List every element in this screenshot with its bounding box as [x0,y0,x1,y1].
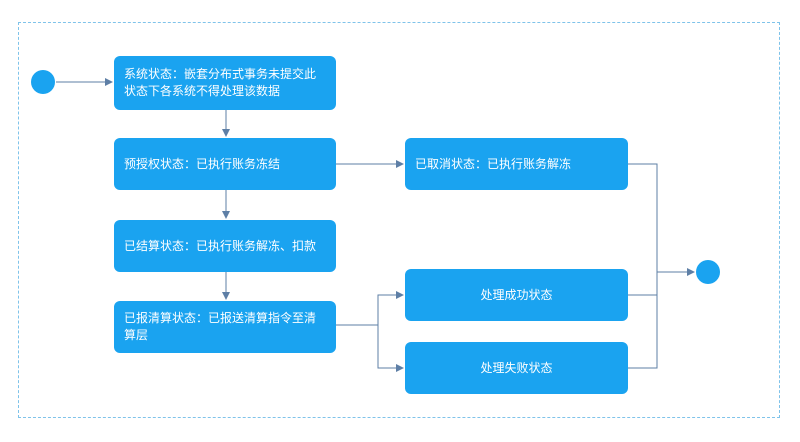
failure-state-node: 处理失败状态 [405,342,628,394]
system-state-node: 系统状态：嵌套分布式事务未提交此状态下各系统不得处理该数据 [114,56,336,110]
failure-state-label: 处理失败状态 [480,360,553,375]
system-state-label: 系统状态：嵌套分布式事务未提交此状态下各系统不得处理该数据 [124,67,317,98]
preauth-state-label: 预授权状态：已执行账务冻结 [124,156,281,171]
edge-cancelled-end [628,163,658,272]
reported-state-label: 已报清算状态：已报送清算指令至清算层 [124,311,317,342]
edge-reported-success [335,291,404,326]
settled-state-node: 已结算状态：已执行账务解冻、扣款 [114,220,336,272]
diagram-frame [18,22,780,418]
preauth-state-node: 预授权状态：已执行账务冻结 [114,138,336,190]
cancelled-state-label: 已取消状态：已执行账务解冻 [415,156,572,171]
start-node [31,70,55,94]
end-node [696,260,720,284]
edge-failure-end [628,272,658,369]
success-state-node: 处理成功状态 [405,269,628,321]
success-state-label: 处理成功状态 [480,287,553,302]
reported-state-node: 已报清算状态：已报送清算指令至清算层 [114,301,336,353]
edge-reported-failure [377,325,404,372]
settled-state-label: 已结算状态：已执行账务解冻、扣款 [124,238,317,253]
cancelled-state-node: 已取消状态：已执行账务解冻 [405,138,628,190]
